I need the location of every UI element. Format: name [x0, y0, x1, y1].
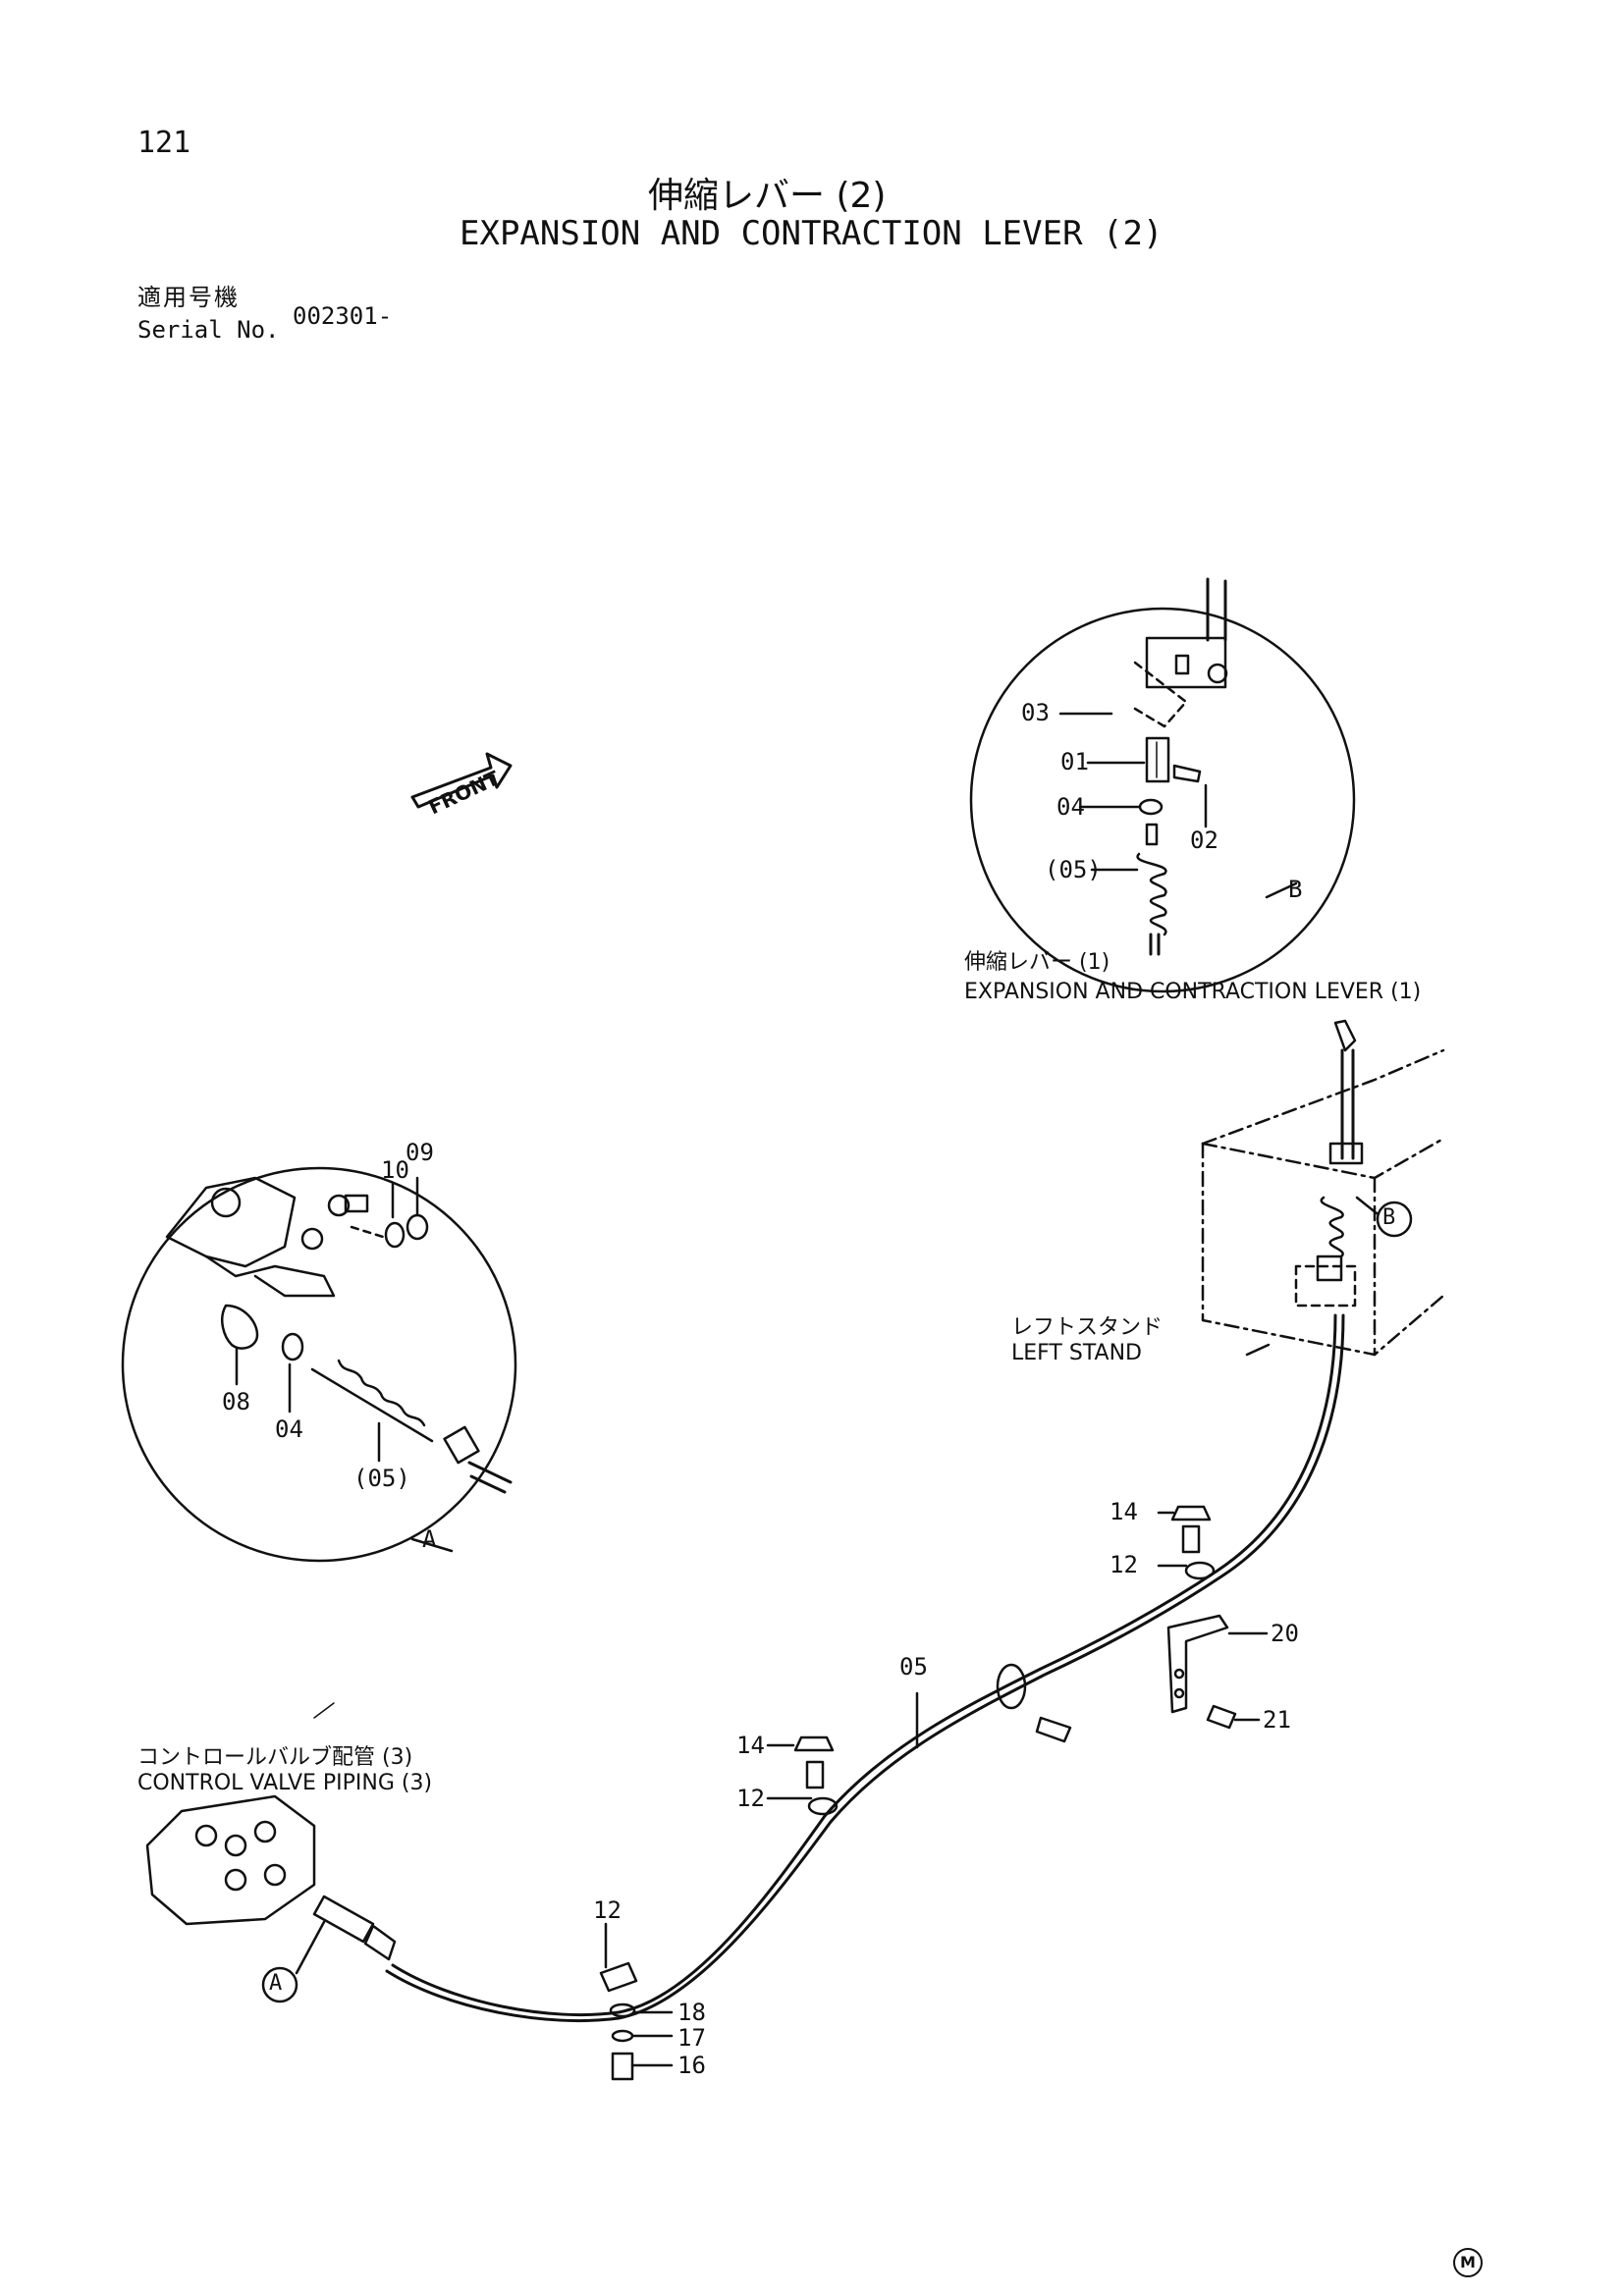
detail-b-view — [969, 577, 1356, 993]
callout-20: 20 — [1271, 1620, 1299, 1647]
control-valve-label: CONTROL VALVE PIPING (3) — [137, 1771, 433, 1795]
front-label: FRONT — [425, 766, 504, 819]
serial-label: Serial No. — [137, 316, 280, 344]
detail-b-marker-letter: B — [1382, 1205, 1396, 1230]
callout-01: 01 — [1060, 748, 1089, 775]
callout-21: 21 — [1263, 1706, 1291, 1734]
lever1-label-jp: 伸縮レバー (1) — [964, 950, 1110, 975]
control-valve-label-jp: コントロールバルブ配管 (3) — [137, 1745, 413, 1770]
callout-14-upper: 14 — [1110, 1498, 1138, 1525]
title-japanese: 伸縮レバー (2) — [648, 176, 887, 216]
left-stand-label-jp: レフトスタンド — [1011, 1315, 1164, 1340]
detail-a-view — [121, 1166, 517, 1563]
callout-05-ref: (05) — [1045, 856, 1102, 883]
callout-14-lower: 14 — [736, 1732, 765, 1759]
callout-18: 18 — [677, 1999, 706, 2026]
callout-03: 03 — [1021, 699, 1050, 726]
m-mark-icon: M — [1453, 2248, 1483, 2277]
page-title: EXPANSION AND CONTRACTION LEVER (2) — [460, 214, 1164, 253]
clamp-lower — [766, 1735, 839, 1816]
detail-a-marker-letter: A — [269, 1971, 283, 1996]
left-stand — [1201, 1019, 1445, 1357]
callout-12-upper: 12 — [1110, 1551, 1138, 1578]
callout-10: 10 — [381, 1156, 409, 1184]
clamp-mid — [915, 1663, 1072, 1749]
callout-16: 16 — [677, 2052, 706, 2079]
callout-04-a: 04 — [275, 1415, 303, 1443]
detail-b-marker — [1376, 1201, 1413, 1238]
lever1-label: EXPANSION AND CONTRACTION LEVER (1) — [964, 980, 1422, 1004]
serial-value: 002301- — [293, 302, 393, 330]
cable-05 — [385, 1313, 1345, 2023]
bracket-20 — [1166, 1614, 1269, 1714]
callout-05-ref-a: (05) — [353, 1465, 410, 1492]
left-stand-label: LEFT STAND — [1011, 1341, 1142, 1365]
callout-04: 04 — [1056, 793, 1085, 821]
control-valve — [145, 1794, 397, 2003]
callout-09: 09 — [406, 1139, 434, 1166]
bolt-21 — [1206, 1704, 1261, 1730]
callout-12-bottom: 12 — [593, 1896, 622, 1924]
detail-b-letter: B — [1288, 876, 1303, 903]
clamp-upper — [1157, 1505, 1216, 1580]
page-number: 121 — [137, 126, 191, 160]
detail-a-marker — [261, 1966, 298, 2003]
callout-12-mid: 12 — [736, 1785, 765, 1812]
detail-a-letter: A — [422, 1525, 437, 1553]
clamp-bottom — [599, 1922, 674, 2081]
callout-02: 02 — [1190, 827, 1218, 854]
callout-17: 17 — [677, 2024, 706, 2052]
callout-08: 08 — [222, 1388, 250, 1415]
callout-05: 05 — [899, 1653, 928, 1681]
front-arrow-icon: FRONT — [410, 752, 513, 819]
serial-label-japanese: 適用号機 — [137, 284, 240, 311]
